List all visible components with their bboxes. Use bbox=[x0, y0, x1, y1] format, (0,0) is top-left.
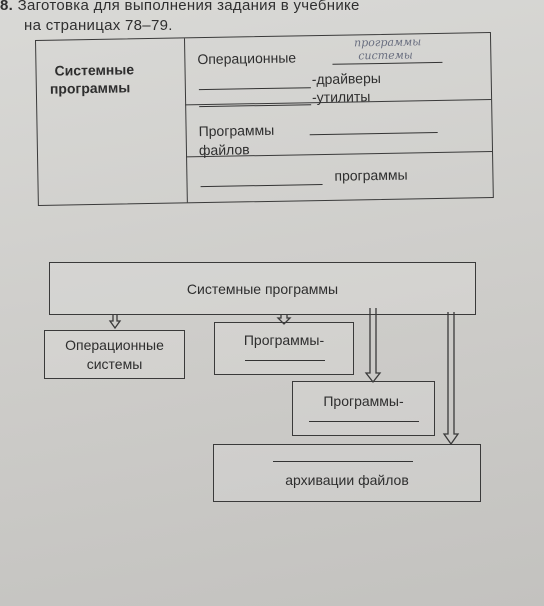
system-programs-box-label: Системные программы bbox=[186, 281, 339, 297]
blank-line bbox=[245, 360, 325, 361]
task-header-line1: 8. Заготовка для выполнения задания в уч… bbox=[0, 0, 360, 14]
operating-systems-box: Операционные системы bbox=[44, 330, 185, 379]
arrow-to-os bbox=[108, 315, 122, 330]
programs-box-1-label: Программы- bbox=[243, 332, 325, 348]
blank-line bbox=[273, 461, 413, 462]
task-header-line2: на страницах 78–79. bbox=[24, 17, 173, 34]
programs-box-1: Программы- bbox=[214, 322, 354, 375]
task-number: 8. bbox=[0, 0, 14, 14]
os-box-label-line1: Операционные bbox=[65, 337, 164, 353]
arrow-to-programs-1 bbox=[276, 315, 292, 325]
programs-box-2-label: Программы- bbox=[323, 393, 404, 409]
archive-programs-box: архивации файлов bbox=[213, 444, 481, 502]
archive-box-label: архивации файлов bbox=[285, 472, 409, 488]
task-title: Заготовка для выполнения задания в учебн… bbox=[17, 0, 360, 14]
programs-box-2: Программы- bbox=[292, 381, 435, 436]
arrow-to-archive bbox=[442, 312, 460, 446]
system-programs-box: Системные программы bbox=[49, 262, 476, 315]
blank-line bbox=[309, 421, 419, 422]
os-box-label-line2: системы bbox=[86, 356, 143, 372]
arrow-to-programs-2 bbox=[364, 308, 382, 384]
